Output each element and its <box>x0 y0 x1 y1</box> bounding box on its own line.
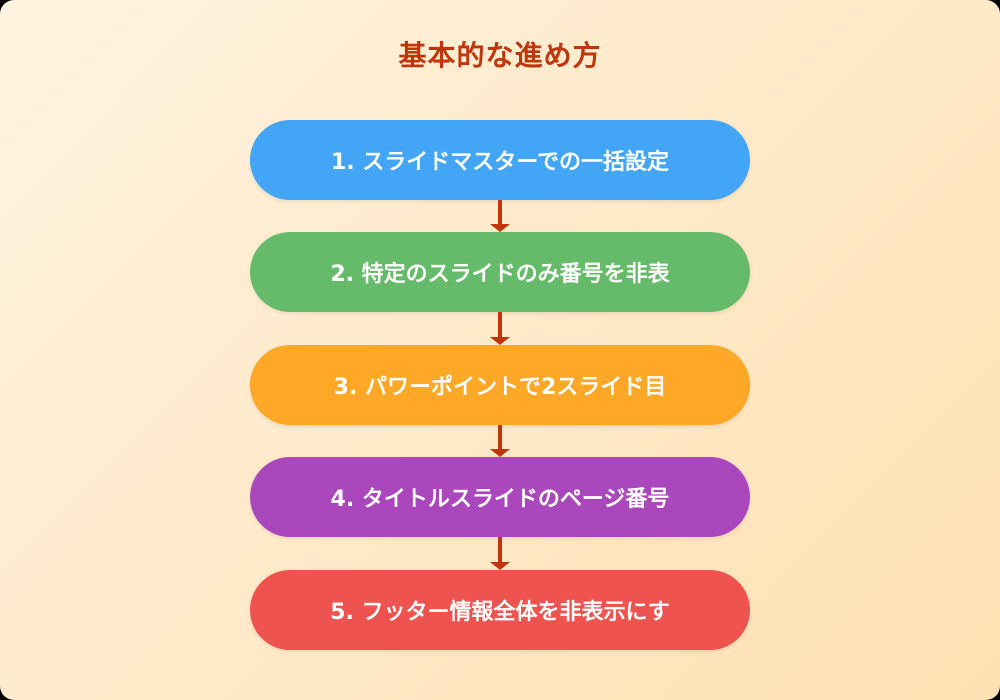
step-3-box: 3. パワーポイントで2スライド目 <box>250 345 750 425</box>
step-5-box: 5. フッター情報全体を非表示にす <box>250 570 750 650</box>
step-5-label: 5. フッター情報全体を非表示にす <box>330 600 670 625</box>
arrow-1-to-2 <box>490 200 510 232</box>
arrowhead-icon <box>490 337 510 345</box>
arrowhead-icon <box>490 224 510 232</box>
step-2-label: 2. 特定のスライドのみ番号を非表 <box>330 262 670 287</box>
arrow-2-to-3 <box>490 312 510 345</box>
arrowhead-icon <box>490 449 510 457</box>
arrowhead-icon <box>490 562 510 570</box>
step-4-box: 4. タイトルスライドのページ番号 <box>250 457 750 537</box>
step-2-box: 2. 特定のスライドのみ番号を非表 <box>250 232 750 312</box>
step-3-label: 3. パワーポイントで2スライド目 <box>333 375 667 400</box>
arrow-3-to-4 <box>490 425 510 457</box>
arrow-4-to-5 <box>490 537 510 570</box>
step-1-box: 1. スライドマスターでの一括設定 <box>250 120 750 200</box>
step-4-label: 4. タイトルスライドのページ番号 <box>330 487 670 512</box>
diagram-title: 基本的な進め方 <box>398 39 602 72</box>
step-1-label: 1. スライドマスターでの一括設定 <box>330 150 669 175</box>
